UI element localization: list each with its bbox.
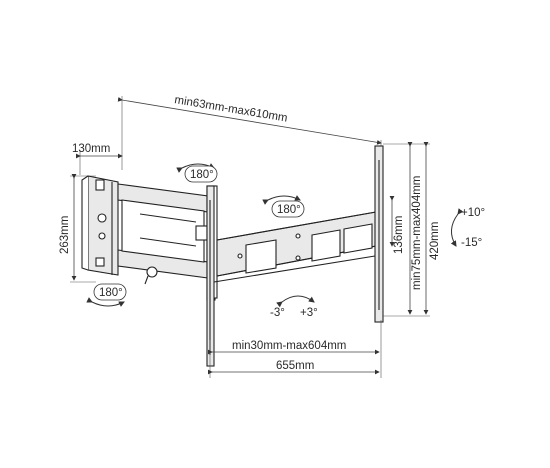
bottom-span-label: min30mm-max604mm	[232, 340, 346, 352]
center-bracket	[216, 211, 377, 277]
lower-rail-bar	[213, 255, 376, 283]
wall-plate	[81, 175, 119, 276]
plate-height-label: 420mm	[429, 222, 441, 260]
rot-center-label: 180°	[277, 204, 301, 216]
vesa-v-dimension: min75mm-max404mm	[383, 142, 430, 317]
rotation-left-top: 180°	[176, 163, 218, 183]
swing-arm	[117, 183, 209, 285]
tilt-up-label: +10°	[461, 207, 485, 219]
wall-height-dimension: 263mm	[59, 174, 96, 283]
vesa-h-dimension: 136mm	[389, 196, 405, 254]
rot-left-top-label: 180°	[190, 169, 214, 181]
level-adjust: -3° +3°	[270, 295, 318, 319]
tv-rail-right	[374, 145, 384, 323]
wall-depth-dimension: 130mm	[72, 143, 123, 175]
tilt-down-label: -15°	[461, 237, 482, 249]
top-span-dimension: min63mm-max610mm	[117, 94, 382, 170]
bottom-width-label: 655mm	[276, 360, 314, 372]
tilt-indicator: +10° -15°	[450, 207, 485, 249]
level-minus-label: -3°	[270, 307, 285, 319]
vesa-h-label: 136mm	[393, 216, 405, 254]
wall-depth-label: 130mm	[72, 143, 110, 155]
bottom-span-dimension: min30mm-max604mm	[208, 320, 382, 378]
level-plus-label: +3°	[300, 307, 318, 319]
top-span-label: min63mm-max610mm	[174, 94, 289, 125]
wall-height-label: 263mm	[59, 216, 71, 254]
plate-height-dimension: 420mm	[423, 142, 441, 315]
tv-rail-left	[206, 185, 215, 367]
rotation-left-bottom: 180°	[86, 283, 127, 307]
bottom-width-dimension: 655mm	[208, 360, 380, 375]
vesa-v-label: min75mm-max404mm	[411, 176, 423, 290]
rotation-center: 180°	[262, 195, 305, 218]
rot-left-bottom-label: 180°	[99, 287, 123, 299]
